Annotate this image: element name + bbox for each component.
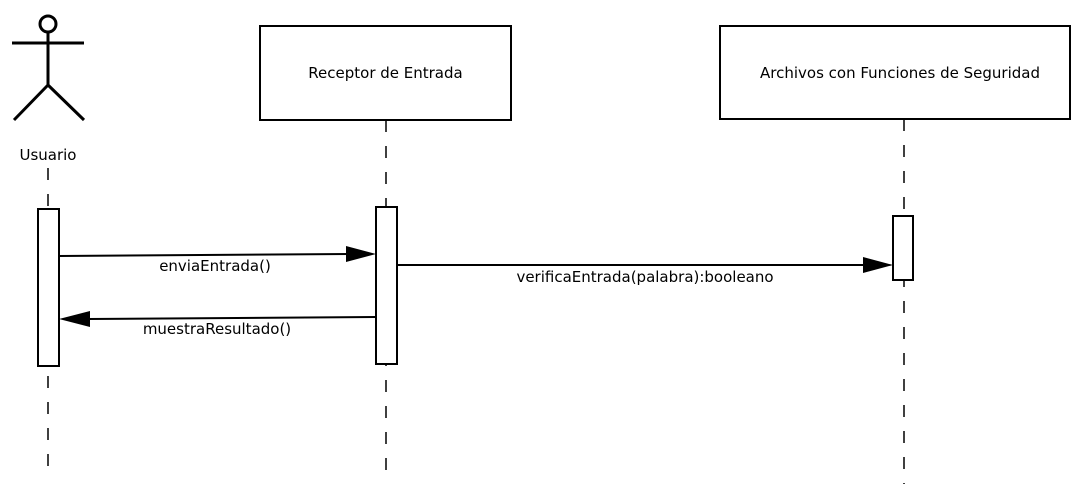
- arrowhead-right-icon: [346, 246, 376, 262]
- message-arrow-line: [87, 316, 377, 320]
- actor-label: Usuario: [19, 146, 76, 164]
- actor-stick-figure-icon: [12, 14, 86, 122]
- activation-bar-archivos: [892, 215, 914, 281]
- message-label: enviaEntrada(): [159, 257, 271, 275]
- participant-label: Receptor de Entrada: [308, 64, 462, 82]
- activation-bar-usuario: [37, 208, 60, 367]
- activation-bar-receptor: [375, 206, 398, 365]
- actor-usuario: Usuario: [12, 14, 86, 164]
- participant-label: Archivos con Funciones de Seguridad: [760, 64, 1040, 82]
- participant-box: [259, 25, 512, 121]
- message-arrow-line: [58, 253, 351, 257]
- message-label: verificaEntrada(palabra):booleano: [516, 268, 773, 286]
- message-muestra-resultado: muestraResultado(): [59, 311, 377, 338]
- lifelines: [47, 119, 905, 484]
- participant-archivos-seguridad: Archivos con Funciones de Seguridad: [719, 25, 1071, 120]
- participant-receptor-de-entrada: Receptor de Entrada: [259, 25, 512, 121]
- participant-box: [719, 25, 1071, 120]
- message-verifica-entrada: verificaEntrada(palabra):booleano: [397, 257, 893, 286]
- message-label: muestraResultado(): [143, 320, 291, 338]
- message-envia-entrada: enviaEntrada(): [58, 246, 376, 275]
- arrowhead-right-icon: [863, 257, 893, 273]
- arrowhead-left-icon: [59, 311, 90, 327]
